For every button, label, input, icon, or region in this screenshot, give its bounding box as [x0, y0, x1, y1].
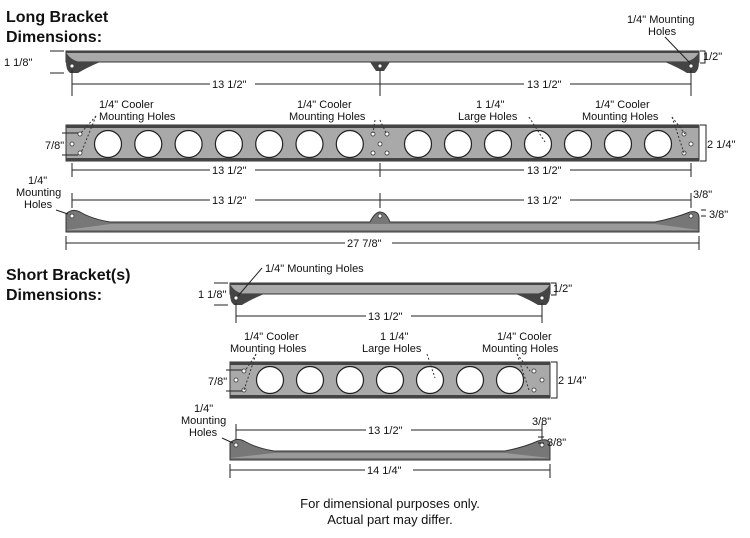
- long-top-view: [65, 50, 700, 73]
- cooler-mounting-hole: [384, 131, 390, 137]
- large-hole: [214, 129, 243, 159]
- large-hole: [483, 129, 513, 159]
- cooler-mounting-hole: [384, 150, 390, 156]
- long-cooler-label-right: Mounting Holes: [582, 111, 659, 123]
- long-plate-height: 2 1/4": [707, 139, 735, 151]
- long-side-mount: Holes: [24, 199, 53, 211]
- footer-disclaimer: Actual part may differ.: [327, 512, 453, 527]
- cooler-mounting-hole: [539, 377, 545, 383]
- long-cooler-label-mid: Mounting Holes: [289, 111, 366, 123]
- large-hole: [443, 129, 473, 159]
- large-hole: [134, 129, 163, 159]
- large-hole: [523, 129, 553, 159]
- large-hole: [335, 365, 365, 395]
- large-hole: [563, 129, 593, 159]
- short-title: Short Bracket(s): [6, 267, 130, 284]
- large-hole: [415, 365, 445, 395]
- large-hole: [174, 129, 203, 159]
- long-side-mount: 1/4": [28, 175, 47, 187]
- long-cooler-spacing: 7/8": [45, 140, 64, 152]
- short-cooler-label-right: 1/4" Cooler: [497, 331, 552, 343]
- long-side-offset-1: 3/8": [693, 189, 712, 201]
- long-side-offset-2: 3/8": [709, 209, 728, 221]
- short-edge-offset: 1/2": [553, 283, 572, 295]
- long-cooler-label-left: Mounting Holes: [99, 111, 176, 123]
- long-side-view: [65, 209, 700, 233]
- short-large-holes: Large Holes: [362, 343, 422, 355]
- large-hole: [403, 129, 433, 159]
- short-side-span: 13 1/2": [368, 425, 403, 437]
- cooler-mounting-hole: [531, 387, 537, 393]
- short-cooler-label-left: Mounting Holes: [230, 343, 307, 355]
- large-hole: [255, 129, 284, 159]
- long-title: Long Bracket: [6, 9, 109, 26]
- large-hole: [93, 129, 123, 159]
- large-hole: [255, 365, 285, 395]
- short-side-offset-2: 3/8": [547, 437, 566, 449]
- footer-disclaimer: For dimensional purposes only.: [300, 496, 480, 511]
- long-large-holes: 1 1/4": [476, 99, 504, 111]
- short-plate-height: 2 1/4": [558, 375, 586, 387]
- long-plate-span-left: 13 1/2": [212, 165, 247, 177]
- long-plate-span-right: 13 1/2": [527, 165, 562, 177]
- cooler-mounting-hole: [233, 377, 239, 383]
- short-side-mount: Mounting: [181, 415, 226, 427]
- long-mount-label: 1/4" Mounting: [627, 14, 695, 26]
- short-top-height: 1 1/8": [198, 289, 226, 301]
- cooler-mounting-hole: [77, 150, 83, 156]
- long-title: Dimensions:: [6, 29, 102, 46]
- long-cooler-label-mid: 1/4" Cooler: [297, 99, 352, 111]
- short-title: Dimensions:: [6, 287, 102, 304]
- short-side-offset-1: 3/8": [532, 416, 551, 428]
- long-mount-label: Holes: [648, 26, 677, 38]
- cooler-mounting-hole: [377, 141, 383, 147]
- cooler-mounting-hole: [681, 131, 687, 137]
- large-hole: [295, 129, 324, 159]
- cooler-mounting-hole: [688, 141, 694, 147]
- short-side-mount: 1/4": [194, 403, 213, 415]
- cooler-mounting-hole: [241, 368, 247, 374]
- long-large-holes: Large Holes: [458, 111, 518, 123]
- long-overall-length: 27 7/8": [347, 238, 382, 250]
- short-side-view: [229, 438, 551, 461]
- cooler-mounting-hole: [370, 150, 376, 156]
- cooler-mounting-hole: [69, 141, 75, 147]
- long-cooler-label-left: 1/4" Cooler: [99, 99, 154, 111]
- long-plate: [65, 124, 700, 162]
- short-cooler-label-right: Mounting Holes: [482, 343, 559, 355]
- short-cooler-spacing: 7/8": [208, 376, 227, 388]
- short-large-holes: 1 1/4": [380, 331, 408, 343]
- short-plate: [229, 361, 551, 399]
- long-side-span-right: 13 1/2": [527, 195, 562, 207]
- long-span-left: 13 1/2": [212, 79, 247, 91]
- large-hole: [335, 129, 364, 159]
- large-hole: [295, 365, 325, 395]
- large-hole: [643, 129, 673, 159]
- large-hole: [603, 129, 633, 159]
- short-mount-label: 1/4" Mounting Holes: [265, 263, 364, 275]
- cooler-mounting-hole: [531, 368, 537, 374]
- long-side-span-left: 13 1/2": [212, 195, 247, 207]
- short-top-view: [229, 282, 551, 305]
- short-overall-length: 14 1/4": [367, 465, 402, 477]
- long-side-mount: Mounting: [16, 187, 61, 199]
- short-cooler-label-left: 1/4" Cooler: [244, 331, 299, 343]
- long-top-height: 1 1/8": [4, 57, 32, 69]
- short-side-mount: Holes: [189, 427, 218, 439]
- large-hole: [375, 365, 405, 395]
- long-edge-offset: 1/2": [703, 51, 722, 63]
- large-hole: [455, 365, 485, 395]
- short-span: 13 1/2": [368, 311, 403, 323]
- long-span-right: 13 1/2": [527, 79, 562, 91]
- large-hole: [495, 365, 525, 395]
- long-cooler-label-right: 1/4" Cooler: [595, 99, 650, 111]
